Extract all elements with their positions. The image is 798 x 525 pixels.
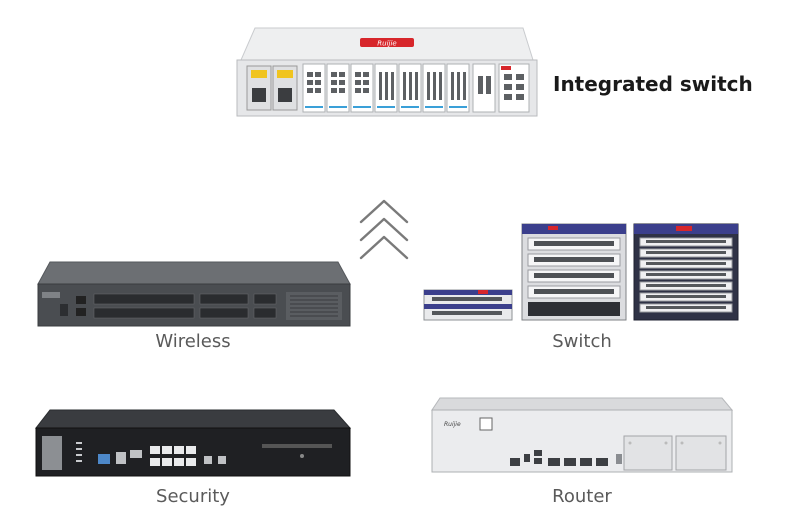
- router-label: Router: [552, 486, 612, 507]
- router-device-image: Ruijie: [430, 396, 734, 476]
- wireless-device-image: [36, 260, 352, 330]
- triple-chevron-up-icon: [356, 196, 412, 264]
- security-label: Security: [156, 486, 230, 507]
- switch-label: Switch: [552, 331, 612, 352]
- brand-logo-text: Ruijie: [377, 40, 396, 48]
- brand-logo-badge: [360, 38, 414, 47]
- wireless-label: Wireless: [155, 331, 231, 352]
- integrated-switch-image: Ruijie: [233, 22, 541, 118]
- integrated-switch-title: Integrated switch: [553, 72, 753, 96]
- switch-devices-image: [418, 220, 748, 324]
- security-device-image: [32, 408, 354, 480]
- router-brand-text: Ruijie: [444, 421, 461, 428]
